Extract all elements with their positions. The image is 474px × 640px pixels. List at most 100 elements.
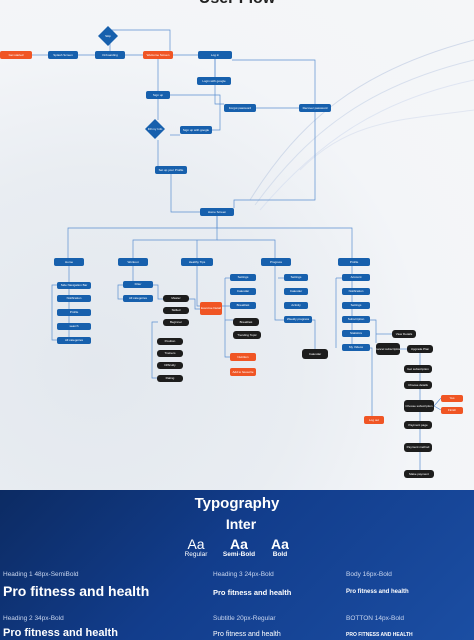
font-name: Inter	[225, 516, 257, 532]
node-cancel-subscription: Cancel subscription	[376, 343, 400, 355]
connector-line	[170, 170, 200, 213]
node-profile-tab: Profile	[338, 258, 370, 266]
spec-label: Heading 2 34px-Bold	[3, 615, 64, 622]
spec-sample: Pro fitness and health	[213, 588, 292, 597]
connector-line	[170, 94, 221, 131]
node-yes: Yes	[441, 395, 463, 402]
node-view-details: View Details	[392, 330, 416, 338]
connector-line	[217, 227, 353, 258]
node-finish: Finish	[441, 407, 463, 414]
sample-label: Semi-Bold	[222, 551, 256, 558]
node-my-videos: My Videos	[342, 344, 370, 351]
font-sample-bold: Aa Bold	[265, 536, 295, 558]
font-sample-regular: Aa Regular	[180, 536, 212, 558]
background-wave	[254, 59, 474, 206]
sample-label: Regular	[184, 551, 208, 558]
connector-line	[232, 59, 316, 104]
node-notification: Notification	[57, 295, 91, 302]
decision-diamond	[98, 26, 118, 46]
connector-line	[153, 284, 163, 300]
connector-line	[189, 298, 200, 310]
node-profile: Profile	[57, 309, 91, 316]
connector-line	[110, 29, 171, 51]
node-add-favourite: Add to favourite	[230, 368, 256, 376]
node-rating: Rating	[157, 375, 183, 382]
spec-sample: Pro fitness and health	[346, 589, 409, 595]
typography-section: Typography Inter Aa Regular Aa Semi-Bold…	[0, 490, 474, 640]
node-splash-screen: Splash Screen	[48, 51, 78, 59]
connector-line	[233, 112, 316, 208]
node-pf-notification: Notification	[342, 288, 370, 295]
flow-title: User Flow	[0, 0, 474, 8]
node-payment-method: Payment method	[404, 443, 432, 452]
typography-title: Typography	[194, 495, 280, 512]
node-set-profile: Set up your Profile	[155, 166, 187, 174]
node-make-payment: Make payment	[404, 470, 434, 478]
connector-line	[224, 278, 230, 358]
sample-glyph: Aa	[271, 536, 289, 552]
decision-label: Fill my Info	[148, 127, 163, 131]
connector-line	[352, 347, 373, 416]
node-exercise-detail: Exercise Detail	[200, 302, 222, 315]
node-ht-settings: Settings	[230, 274, 256, 281]
spec-label: Subtitle 20px-Regular	[213, 615, 276, 622]
spec-label: Heading 3 24px-Bold	[213, 571, 274, 578]
node-get-started: Get started	[0, 51, 32, 59]
background-wave	[259, 79, 474, 211]
node-forgot-password: Forgot password	[224, 104, 256, 112]
node-master: Master	[163, 295, 189, 302]
node-upgrade-plan: Upgrade Plan	[407, 345, 433, 353]
node-position: Position	[157, 338, 183, 345]
node-recover-password: Recover password	[299, 104, 331, 112]
connector-line	[433, 397, 442, 407]
node-statistics: Statistics	[342, 330, 370, 337]
node-skilled: Skilled	[163, 307, 189, 314]
spec-label: Body 16px-Bold	[346, 571, 392, 578]
spec-sample: PRO FITNESS AND HEALTH	[346, 632, 413, 638]
node-trending-topic: Trending Topic	[233, 331, 261, 339]
node-breakfast-sub: Breakfast	[233, 318, 259, 326]
node-sign-up-google: Sign up with google	[180, 126, 212, 134]
decision-label: Skip	[105, 34, 111, 38]
node-filter: Filter	[123, 281, 153, 288]
sample-glyph: Aa	[230, 536, 248, 552]
connector-line	[67, 216, 218, 258]
background-wave	[249, 39, 474, 201]
node-healthy-tips: Healthy Tips	[181, 258, 213, 266]
node-pf-settings: Settings	[342, 302, 370, 309]
node-get-subscription: Get subscription	[404, 365, 432, 373]
node-sign-up: Sign up	[146, 91, 170, 99]
connector-line	[51, 284, 57, 341]
connector-line	[217, 239, 276, 258]
node-login: Log in	[198, 51, 232, 59]
node-workout: Workout	[118, 258, 148, 266]
spec-sample: Pro fitness and health	[213, 631, 281, 638]
node-calender: Calender	[284, 288, 308, 295]
node-weekly-progress: Weekly progress	[284, 316, 312, 323]
sample-label: Bold	[272, 551, 288, 558]
node-pr-settings: Settings	[284, 274, 308, 281]
node-activity: Activity	[284, 302, 308, 309]
connector-line	[117, 284, 123, 300]
decision-skip: Skip	[98, 26, 118, 46]
node-calendar-detail: Calendar	[302, 349, 328, 359]
node-choose-subscription: Choose subscription	[404, 400, 434, 412]
decision-fill-info: Fill my Info	[145, 119, 165, 139]
spec-sample: Pro fitness and health	[3, 627, 118, 639]
decision-diamond	[145, 119, 165, 139]
node-beginner: Beginner	[163, 319, 189, 326]
background-wave	[299, 109, 474, 171]
node-account: Account	[342, 274, 370, 281]
node-payment-page: Payment page	[404, 421, 432, 429]
node-onboarding: Onboarding	[95, 51, 125, 59]
node-breakfast: Breakfast	[230, 302, 256, 309]
spec-label: Heading 1 48px-SemiBold	[3, 571, 79, 578]
connector-line	[370, 319, 377, 343]
node-trainers: Trainers	[157, 350, 183, 357]
connector-line	[151, 321, 158, 379]
node-nutrition: Nutrition	[230, 353, 256, 361]
node-progress: Progress	[261, 258, 291, 266]
node-all-categories: All categories	[57, 337, 91, 344]
spec-sample: Pro fitness and health	[3, 583, 150, 599]
